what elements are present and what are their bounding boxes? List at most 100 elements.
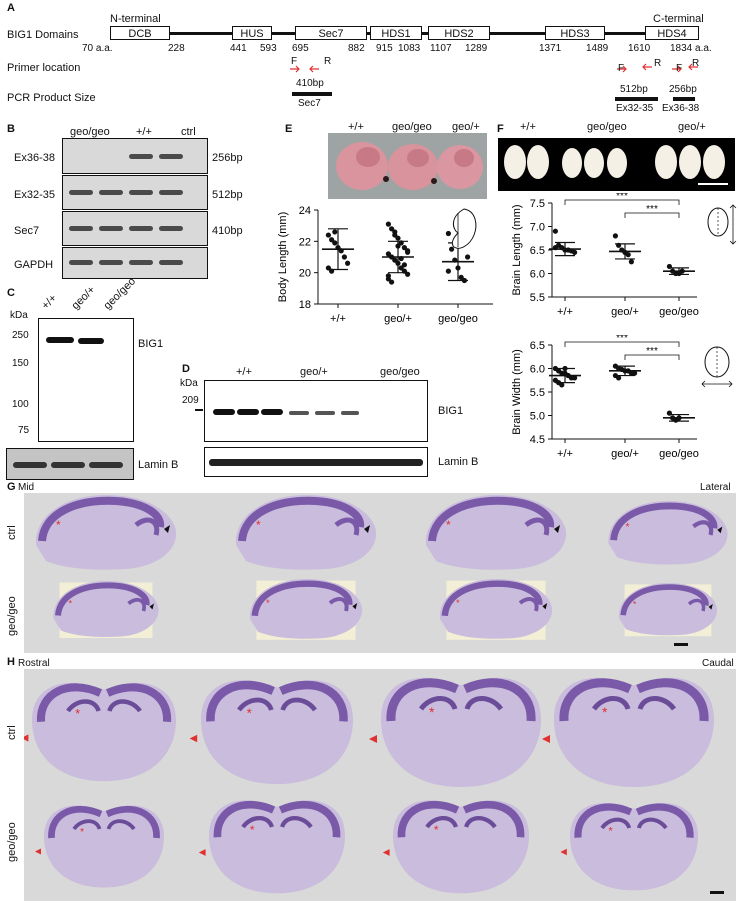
- data-point: [572, 375, 578, 381]
- hippocampus: [637, 696, 677, 711]
- x-tick-label: +/+: [330, 313, 346, 325]
- red-asterisk: *: [247, 706, 252, 721]
- pos-1107: 1107: [430, 43, 452, 54]
- data-point: [385, 221, 391, 227]
- gel-band: [159, 190, 183, 195]
- coronal-section: *: [542, 677, 714, 787]
- h-sections: ********: [24, 669, 736, 901]
- d-col-het: geo/+: [300, 366, 328, 378]
- tissue: [618, 583, 718, 636]
- coronal-section: *: [189, 680, 353, 785]
- cortex-left: [213, 800, 276, 838]
- data-point: [345, 260, 351, 266]
- arrowhead-icon: [717, 526, 723, 534]
- red-asterisk: *: [256, 518, 261, 532]
- red-asterisk: *: [434, 823, 439, 837]
- cerebellum: [524, 517, 550, 536]
- primer-f-sec7: F: [291, 56, 298, 67]
- red-asterisk: *: [80, 826, 84, 838]
- red-arrowhead-icon: [24, 734, 29, 742]
- coronal-section: *: [369, 677, 541, 787]
- blot-band: [89, 462, 123, 468]
- cortex: [428, 496, 555, 542]
- pos-915: 915: [376, 43, 393, 54]
- primer-r-ex32: R: [654, 58, 662, 69]
- sagittal-section: *: [249, 579, 363, 640]
- y-tick-label: 5.0: [530, 411, 545, 423]
- d-loading: Lamin B: [438, 456, 479, 468]
- y-tick-label: 20: [299, 268, 311, 280]
- significance-label: ***: [616, 335, 628, 344]
- significance-bracket: [564, 341, 680, 347]
- blot-band: [237, 409, 259, 415]
- gel-band: [129, 260, 153, 265]
- y-tick-label: 7.5: [530, 198, 545, 210]
- arrowhead-icon: [149, 603, 154, 610]
- arrowhead-icon: [364, 525, 370, 533]
- data-point: [341, 254, 347, 260]
- d-lamin-blot: [204, 447, 428, 477]
- cortex-right: [462, 800, 525, 838]
- sagittal-section: *: [53, 581, 159, 638]
- product-ex36-bar: [673, 97, 695, 101]
- cerebellum: [692, 520, 714, 536]
- domain-hds2: HDS2: [428, 26, 490, 40]
- data-point: [465, 254, 471, 260]
- cortex-right: [636, 678, 709, 722]
- pos-593: 593: [260, 43, 277, 54]
- data-point: [385, 273, 391, 279]
- b-col-geogeo: geo/geo: [70, 126, 110, 138]
- brain-photo: [498, 138, 735, 191]
- red-asterisk: *: [456, 598, 460, 609]
- red-asterisk: *: [633, 599, 637, 609]
- pos-882: 882: [348, 43, 365, 54]
- c-col-wt: +/+: [39, 292, 60, 312]
- cortex-left: [386, 678, 459, 722]
- data-point: [325, 232, 331, 238]
- x-tick-label: geo/+: [611, 448, 639, 460]
- product-ex36-size: 256bp: [669, 84, 697, 95]
- data-point: [392, 232, 398, 238]
- hippocampus: [591, 696, 631, 711]
- sagittal-section: *: [618, 583, 718, 637]
- d-marker-209: 209: [182, 395, 199, 406]
- sagittal-section: *: [439, 579, 553, 640]
- tissue: [53, 581, 159, 638]
- hippocampus: [241, 815, 274, 829]
- e-photo-het: geo/+: [452, 121, 480, 133]
- data-point: [401, 262, 407, 268]
- cerebellum: [334, 517, 360, 536]
- b-size-sec7: 410bp: [212, 225, 243, 237]
- data-point: [616, 375, 622, 381]
- hippocampus: [280, 815, 313, 829]
- pos-1371: 1371: [539, 43, 562, 54]
- data-point: [332, 229, 338, 235]
- primer-location-label: Primer location: [7, 62, 81, 74]
- big1-domains-title: BIG1 Domains: [7, 29, 79, 41]
- blot-band: [46, 337, 74, 343]
- g-row-geogeo: geo/geo: [6, 596, 18, 636]
- panel-b-label: B: [7, 123, 15, 135]
- y-tick-label: 24: [299, 205, 311, 217]
- embryo-photo: [328, 133, 487, 199]
- product-ex36-name: Ex36-38: [662, 103, 700, 114]
- cerebellum: [134, 517, 160, 536]
- data-point: [405, 249, 411, 255]
- significance-label: ***: [616, 193, 628, 202]
- red-arrowhead-icon: [189, 734, 198, 743]
- primer-r-sec7: R: [324, 56, 332, 67]
- gel-band: [99, 260, 123, 265]
- sagittal-section: *: [608, 501, 728, 565]
- cortex: [238, 496, 365, 542]
- y-tick-label: 7.0: [530, 222, 545, 234]
- hippocampus: [72, 819, 102, 831]
- n-terminal-label: N-terminal: [110, 13, 161, 25]
- red-arrowhead-icon: [560, 848, 567, 856]
- significance-label: ***: [646, 204, 658, 215]
- h-row-ctrl: ctrl: [6, 725, 18, 740]
- cortex: [55, 582, 150, 617]
- red-asterisk: *: [602, 704, 608, 720]
- primer-f-ex32: F: [618, 63, 625, 74]
